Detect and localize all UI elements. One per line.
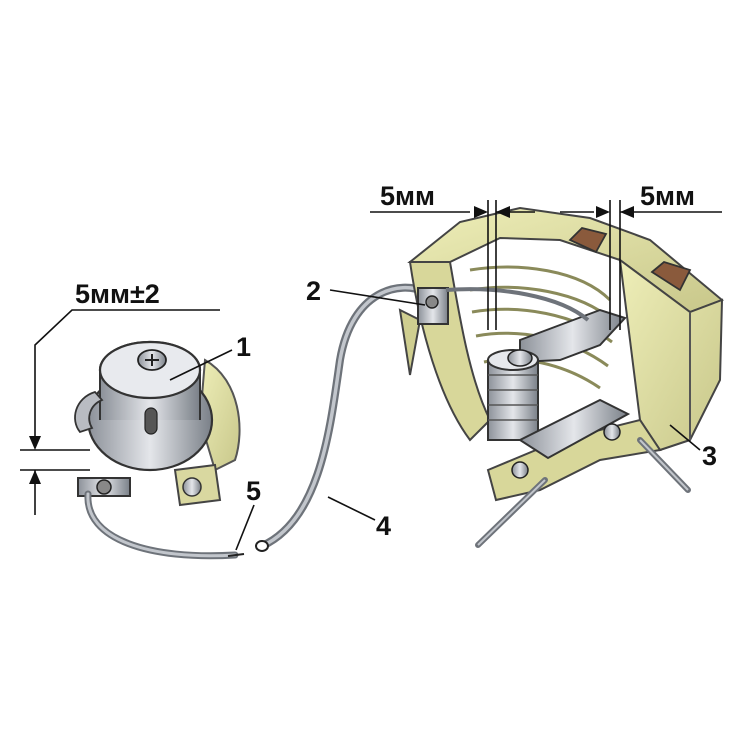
callout-5: 5 xyxy=(246,476,261,506)
left-terminal-nut xyxy=(182,477,202,497)
brush-holder-assembly xyxy=(398,206,724,548)
wire-end-5 xyxy=(227,553,245,557)
callout-2: 2 xyxy=(306,276,321,306)
callout-4: 4 xyxy=(376,511,391,541)
left-housing-fragment xyxy=(198,358,241,472)
dim-label-top-b: 5мм xyxy=(640,181,695,211)
housing-left-foot xyxy=(398,308,422,376)
dim-label-left: 5мм±2 xyxy=(75,279,160,309)
spring-column xyxy=(487,359,539,441)
terminal-screw-1 xyxy=(511,461,529,479)
brush-2 xyxy=(650,260,692,292)
terminal-screw-2 xyxy=(603,423,621,441)
top-dimensions: 5мм 5мм xyxy=(370,181,722,330)
callouts: 1 2 3 4 5 xyxy=(169,276,717,551)
callout-3: 3 xyxy=(702,441,717,471)
left-contact-assembly xyxy=(74,340,245,560)
callout-1: 1 xyxy=(236,332,251,362)
left-dimension: 5мм±2 xyxy=(20,279,220,515)
brush-1 xyxy=(568,227,608,254)
contact-slot xyxy=(144,407,158,435)
left-clip xyxy=(74,390,104,434)
connecting-wire xyxy=(255,283,429,552)
left-wire xyxy=(84,490,239,560)
dim-label-top-a: 5мм xyxy=(380,181,435,211)
wire-end-4 xyxy=(255,540,269,552)
